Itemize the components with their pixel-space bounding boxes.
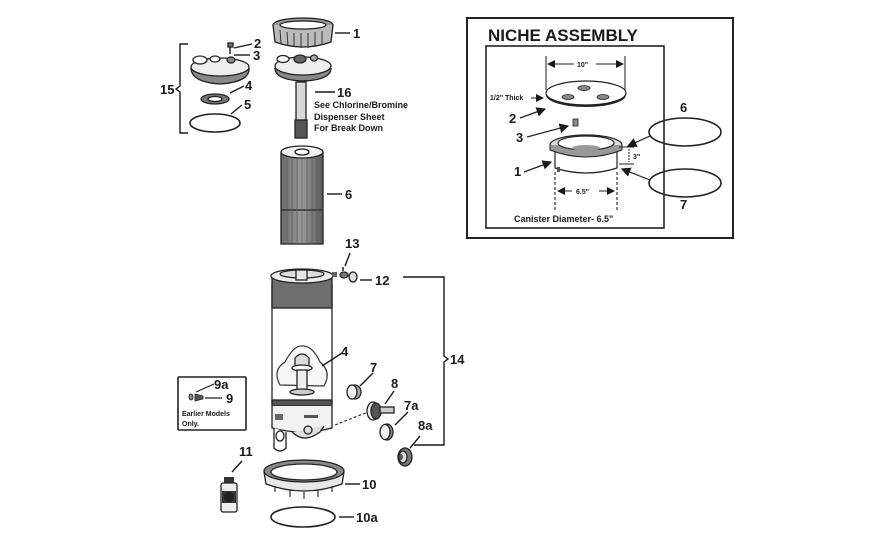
- label-6: 6: [345, 187, 352, 202]
- note-16-line-2: Dispenser Sheet: [314, 112, 385, 122]
- earlier-models-line-2: Only.: [182, 421, 199, 428]
- label-10a: 10a: [356, 510, 378, 525]
- note-16-line-1: See Chlorine/Bromine: [314, 100, 408, 110]
- leader-4-basket: [321, 352, 343, 367]
- niche-label-2: 2: [509, 111, 516, 126]
- label-5: 5: [244, 97, 251, 112]
- earlier-models-line-1: Earlier Models: [182, 411, 230, 418]
- label-15: 15: [160, 82, 174, 97]
- label-3: 3: [253, 48, 260, 63]
- niche-title: NICHE ASSEMBLY: [488, 26, 639, 45]
- part-8-valve: [366, 401, 395, 421]
- niche-assembly-panel: NICHE ASSEMBLY 10" 1/2" Thick 2 3 1: [466, 17, 734, 239]
- label-4-gasket: 4: [245, 78, 253, 93]
- niche-label-7: 7: [680, 197, 687, 212]
- part-6-cartridge: [280, 145, 324, 245]
- part-1-lock-ring: [272, 17, 334, 48]
- part-7-plug: [346, 384, 362, 400]
- earlier-models-box: 9a 9 Earlier Models Only.: [177, 376, 247, 431]
- part-11-lubricant-bottle: [220, 477, 238, 513]
- niche-inner-frame: [485, 45, 665, 229]
- label-14: 14: [450, 352, 465, 367]
- canister-body: [270, 268, 337, 452]
- dim-6-5in: 6.5": [576, 189, 589, 196]
- label-7a: 7a: [404, 398, 419, 413]
- part-16-dispenser: [274, 54, 332, 139]
- bracket-14: [403, 276, 450, 446]
- part-8a-fitting: [397, 447, 413, 467]
- label-8a: 8a: [418, 418, 433, 433]
- note-16-line-3: For Break Down: [314, 123, 383, 133]
- label-2: 2: [254, 36, 261, 51]
- label-7: 7: [370, 360, 377, 375]
- label-9a: 9a: [214, 377, 229, 392]
- part-10-bottom-ring: [263, 459, 345, 499]
- part-7a-plug: [379, 423, 394, 441]
- niche-oring-7: [648, 168, 722, 198]
- assembly-dashed-line: [334, 411, 369, 426]
- label-10: 10: [362, 477, 376, 492]
- label-13: 13: [345, 236, 359, 251]
- label-1: 1: [353, 26, 360, 41]
- label-16: 16: [337, 85, 351, 100]
- part-10a-oring: [270, 506, 336, 528]
- niche-label-3: 3: [516, 130, 523, 145]
- label-4-basket: 4: [341, 344, 349, 359]
- dim-3in: 3": [633, 154, 640, 161]
- label-11: 11: [239, 444, 253, 459]
- label-9: 9: [226, 391, 233, 406]
- label-8: 8: [391, 376, 398, 391]
- niche-caption: Canister Diameter- 6.5": [514, 214, 613, 224]
- niche-label-6: 6: [680, 100, 687, 115]
- label-12: 12: [375, 273, 389, 288]
- part-12-13-clip: [339, 267, 358, 283]
- part-15-lid-assembly: [189, 42, 250, 133]
- dim-10in: 10": [577, 62, 588, 69]
- niche-oring-6: [648, 117, 722, 147]
- niche-label-1: 1: [514, 164, 521, 179]
- dim-thickness: 1/2" Thick: [490, 95, 523, 102]
- bracket-15: [174, 43, 188, 134]
